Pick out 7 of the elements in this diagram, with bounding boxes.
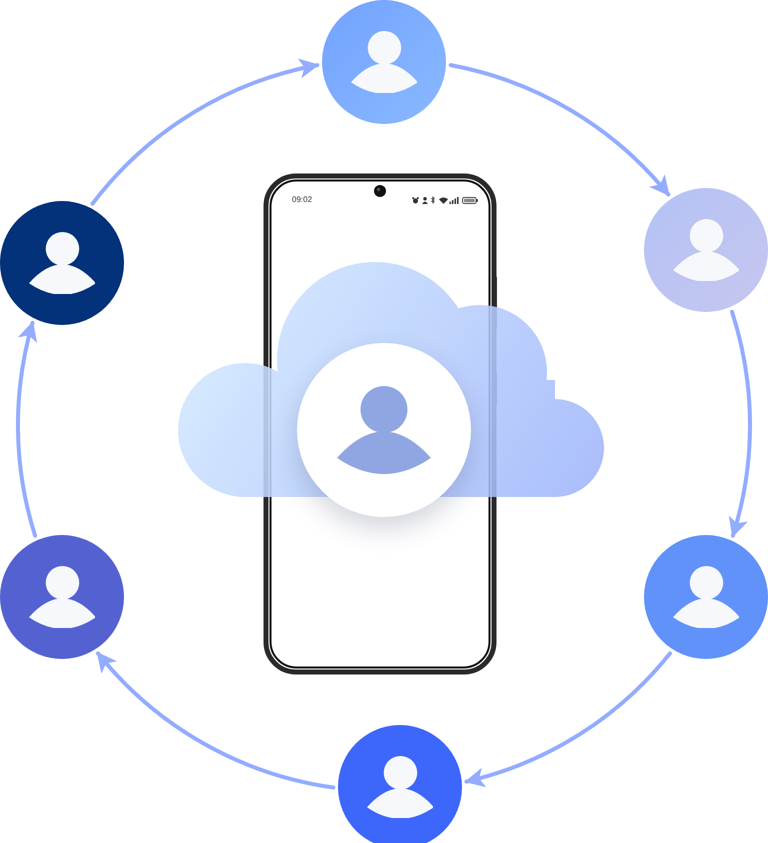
arrow [96, 651, 336, 790]
arrow [16, 320, 38, 538]
time-text: 09:02 [292, 196, 312, 204]
arrow [728, 310, 752, 538]
arrow [448, 63, 670, 196]
arrow [90, 60, 320, 206]
arrow [464, 651, 672, 786]
